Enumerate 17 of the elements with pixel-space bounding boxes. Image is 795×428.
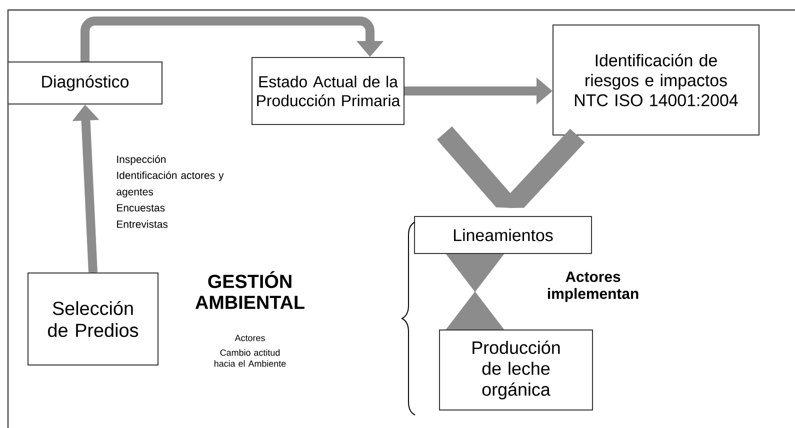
process-box: Selección de Predios xyxy=(28,272,158,366)
process-box: Diagnóstico xyxy=(8,62,162,104)
process-box: Producción de leche orgánica xyxy=(439,330,593,410)
block-arrow xyxy=(446,254,504,330)
note-text: Inspección xyxy=(117,155,166,166)
note-text: Identificación actores y agentes xyxy=(116,171,224,198)
note-text: Encuestas xyxy=(117,204,165,212)
edge-label: Actores implementan xyxy=(548,272,638,302)
process-box: Identificación de riesgos e impactos NTC ISO 14001:2004 xyxy=(552,24,760,136)
note-text: Actores xyxy=(234,334,265,342)
process-box: Estado Actual de la Producción Primaria xyxy=(252,57,404,125)
process-box: Lineamientos xyxy=(414,216,592,254)
block-arrow xyxy=(509,128,585,208)
note-text: Cambio actitud hacia el Ambiente xyxy=(214,349,286,367)
heading-text: GESTIÓN AMBIENTAL xyxy=(195,271,304,309)
block-arrow xyxy=(80,16,384,62)
note-text: Entrevistas xyxy=(117,220,168,228)
